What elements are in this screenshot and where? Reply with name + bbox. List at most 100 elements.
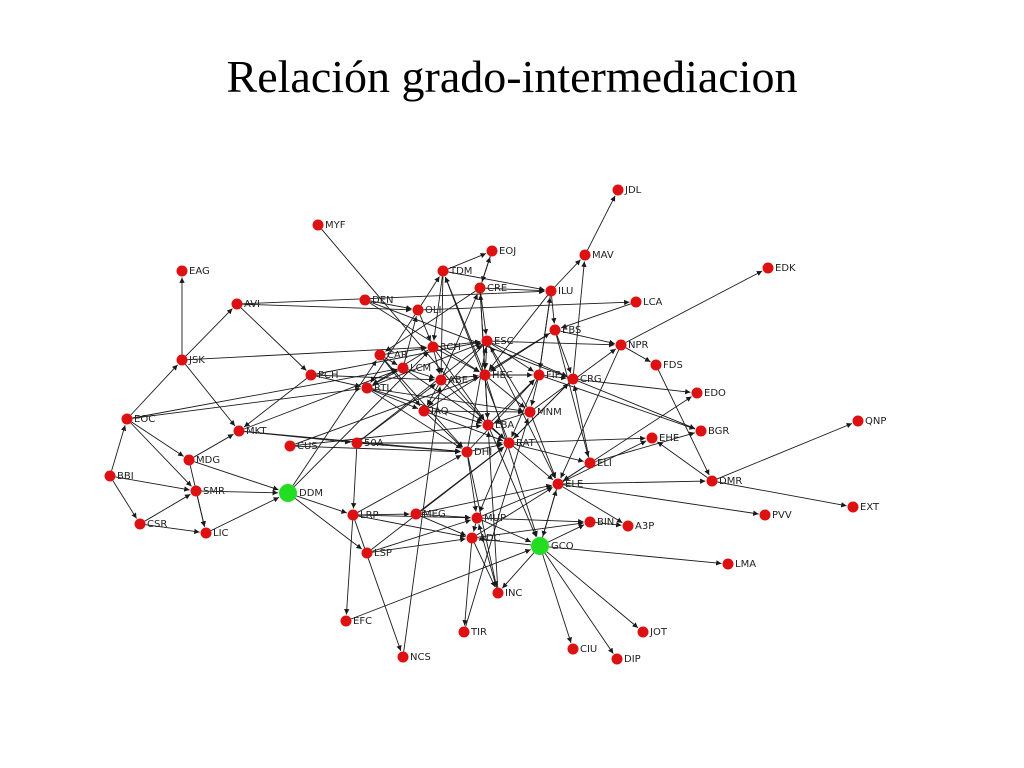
node-50a: 50A — [351, 437, 384, 449]
edge-mnm-esc — [490, 346, 528, 408]
edge-lcm-abe — [408, 369, 435, 379]
node-lca: LCA — [630, 296, 663, 308]
node-label-eli: ELI — [597, 458, 612, 469]
edge-abe-hec — [446, 373, 479, 380]
node-rat: RAT — [503, 437, 536, 449]
edge-abe-cre — [442, 293, 478, 376]
node-eli: ELI — [584, 457, 612, 469]
edge-smr-lic — [196, 496, 206, 527]
node-marker-ext — [847, 501, 859, 513]
node-marker-ehe — [646, 432, 658, 444]
edge-ddm-lsp — [294, 498, 363, 550]
node-label-mkt: MKT — [246, 426, 267, 437]
node-marker-qnp — [852, 415, 864, 427]
edge-cre-hec — [479, 293, 487, 369]
edge-gco-adc — [478, 536, 532, 546]
edge-avi-ilu — [242, 288, 545, 305]
edge-eoc-mdg — [131, 421, 184, 457]
node-label-ehe: EHE — [659, 433, 679, 444]
edge-ele-edo — [562, 396, 692, 482]
node-ilu: ILU — [545, 285, 573, 297]
node-lcm: LCM — [397, 362, 431, 374]
node-label-pch: PCH — [318, 370, 339, 381]
edge-mav-jdl — [587, 195, 616, 251]
node-label-adc: ADC — [479, 533, 501, 544]
node-marker-50a — [351, 437, 363, 449]
node-bgr: BGR — [695, 425, 729, 437]
edge-inc-mup — [477, 524, 497, 588]
node-label-eag: EAG — [189, 266, 210, 277]
edge-ele-pvv — [563, 484, 759, 516]
node-label-crg: CRG — [580, 374, 602, 385]
node-marker-inc — [492, 587, 504, 599]
node-label-bgr: BGR — [708, 426, 729, 437]
node-label-bbi: BBI — [117, 471, 134, 482]
node-label-den: DEN — [372, 295, 394, 306]
node-label-cus: CUS — [297, 441, 318, 452]
node-label-lba: LBA — [495, 420, 514, 431]
edge-fip-crg — [544, 374, 567, 381]
node-eoj: EOJ — [486, 245, 516, 257]
edge-npr-ele — [560, 349, 620, 479]
node-label-dmr: DMR — [719, 476, 742, 487]
node-avi: AVI — [231, 298, 260, 310]
edge-3ch-hec — [437, 349, 480, 373]
node-marker-ele — [552, 478, 564, 490]
node-marker-hec — [479, 369, 491, 381]
edge-ebs-eli — [555, 335, 590, 457]
edge-inc-lba — [486, 431, 499, 588]
node-label-edk: EDK — [775, 263, 796, 274]
node-marker-dip — [611, 653, 623, 665]
node-marker-tdm — [437, 265, 449, 277]
node-label-lma: LMA — [735, 559, 756, 570]
edge-50a-abe — [361, 383, 437, 441]
node-marker-csr — [134, 518, 146, 530]
node-cus: CUS — [284, 440, 318, 452]
edge-myf-lba — [321, 228, 485, 421]
node-marker-rtl — [361, 382, 373, 394]
node-marker-abe — [435, 374, 447, 386]
node-marker-cus — [284, 440, 296, 452]
edge-bbi-eoc — [111, 425, 127, 471]
node-marker-bbi — [104, 470, 116, 482]
node-marker-eag — [176, 265, 188, 277]
edge-lba-ele — [491, 428, 554, 481]
node-label-avi: AVI — [244, 299, 260, 310]
node-pvv: PVV — [759, 509, 792, 521]
node-marker-jsk — [176, 354, 188, 366]
edge-lsp-rat — [371, 446, 505, 550]
node-marker-cre — [474, 282, 486, 294]
node-mnm: MNM — [524, 406, 562, 418]
edge-dhi-inc — [467, 457, 499, 587]
edge-fip-mnm — [530, 380, 539, 406]
node-marker-eli — [584, 457, 596, 469]
node-marker-bin — [584, 516, 596, 528]
node-label-ele: ELE — [565, 479, 583, 490]
edge-mup-gco — [481, 519, 532, 543]
node-marker-mdg — [183, 454, 195, 466]
edge-hec-mnm — [488, 378, 526, 409]
node-label-jsk: JSK — [188, 355, 205, 366]
edge-meg-mup — [421, 513, 471, 520]
node-label-efc: EFC — [353, 616, 372, 627]
edge-lba-gco — [489, 429, 537, 537]
node-marker-dmr — [706, 475, 718, 487]
node-a3p: A3P — [622, 520, 654, 532]
edge-rtl-esc — [371, 342, 482, 387]
node-label-lic: LIC — [213, 528, 229, 539]
edge-rat-tdm — [444, 276, 508, 439]
node-label-meg: MEG — [423, 509, 446, 520]
edge-gco-dip — [544, 553, 614, 654]
edge-jsk-mkt — [185, 364, 236, 427]
node-den: DEN — [359, 294, 394, 306]
edge-npr-edk — [625, 270, 763, 343]
node-qnp: QNP — [852, 415, 886, 427]
node-mav: MAV — [579, 249, 614, 261]
edge-mup-bin — [482, 517, 584, 525]
node-marker-tir — [458, 626, 470, 638]
node-3ch: 3CH — [427, 341, 461, 353]
node-marker-fds — [650, 359, 662, 371]
edge-ddm-lrp — [296, 495, 347, 514]
node-lsp: LSP — [361, 547, 392, 559]
edge-mup-adc — [472, 523, 478, 532]
